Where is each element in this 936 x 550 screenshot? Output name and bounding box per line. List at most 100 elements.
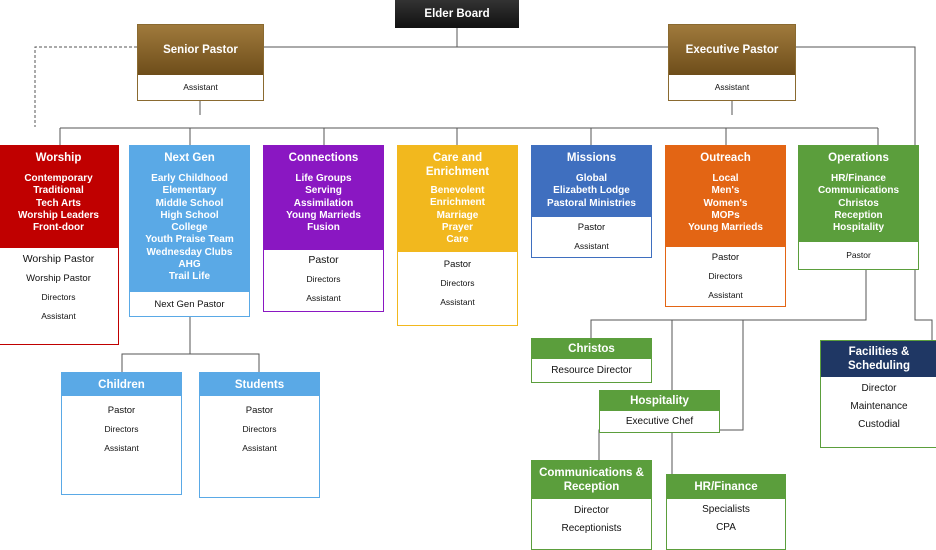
- next-gen-item-6: Youth Praise Team: [145, 234, 234, 246]
- worship-item-5: Front-door: [32, 222, 85, 234]
- missions-title: Missions: [566, 152, 617, 164]
- connections-row-3: Assistant: [306, 293, 341, 303]
- care-enrichment-title: Care and Enrichment: [425, 152, 490, 178]
- care-item-2: Enrichment: [429, 197, 485, 209]
- outreach-item-3: Women's: [703, 197, 748, 209]
- worship-item-2: Traditional: [33, 185, 84, 197]
- missions-box: Missions Global Elizabeth Lodge Pastoral…: [531, 145, 652, 258]
- hospitality-row-1: Executive Chef: [625, 415, 694, 427]
- missions-row-2: Assistant: [574, 241, 609, 251]
- executive-pastor-box: Executive Pastor Assistant: [668, 24, 796, 101]
- connections-box: Connections Life Groups Serving Assimila…: [263, 145, 384, 312]
- next-gen-item-1: Early Childhood: [151, 173, 228, 184]
- operations-item-3: Christos: [838, 197, 879, 209]
- elder-board-title: Elder Board: [424, 8, 490, 20]
- hr-finance-box: HR/Finance Specialists CPA: [666, 474, 786, 550]
- operations-row-1: Pastor: [846, 250, 871, 260]
- worship-item-3: Tech Arts: [35, 197, 81, 209]
- facilities-row-3: Custodial: [858, 419, 900, 430]
- connections-item-3: Assimilation: [293, 197, 354, 209]
- connections-item-2: Serving: [305, 185, 342, 197]
- care-row-3: Assistant: [440, 297, 475, 307]
- connections-title: Connections: [288, 152, 359, 164]
- facilities-row-2: Maintenance: [850, 401, 908, 412]
- outreach-title: Outreach: [700, 152, 751, 164]
- facilities-row-1: Director: [861, 383, 897, 394]
- missions-row-1: Pastor: [577, 222, 606, 233]
- worship-item-1: Contemporary: [24, 173, 93, 184]
- hospitality-title: Hospitality: [630, 395, 689, 407]
- communications-reception-title: Communications & Reception: [539, 467, 644, 493]
- operations-title: Operations: [828, 152, 889, 164]
- missions-item-1: Global: [575, 173, 608, 184]
- elder-board-box: Elder Board: [395, 0, 519, 28]
- worship-box: Worship Contemporary Traditional Tech Ar…: [0, 145, 119, 345]
- care-item-5: Care: [446, 234, 469, 246]
- facilities-scheduling-box: Facilities & Scheduling Director Mainten…: [820, 340, 936, 448]
- operations-item-5: Hospitality: [832, 222, 885, 234]
- executive-pastor-title: Executive Pastor: [685, 44, 779, 56]
- children-row-2: Directors: [104, 424, 139, 434]
- students-row-1: Pastor: [245, 405, 274, 416]
- outreach-item-4: MOPs: [711, 209, 740, 221]
- outreach-item-5: Young Marrieds: [688, 222, 763, 234]
- students-title: Students: [234, 378, 285, 391]
- students-row-3: Assistant: [242, 443, 277, 453]
- hr-finance-title: HR/Finance: [694, 481, 758, 493]
- hr-finance-row-2: CPA: [716, 522, 736, 533]
- connections-row-1: Pastor: [308, 254, 339, 266]
- next-gen-item-4: High School: [160, 209, 219, 221]
- outreach-item-2: Men's: [711, 185, 740, 197]
- worship-row-2: Worship Pastor: [26, 273, 91, 284]
- connections-item-5: Fusion: [307, 222, 340, 234]
- care-row-1: Pastor: [443, 259, 472, 270]
- connections-row-2: Directors: [306, 274, 341, 284]
- next-gen-row-1: Next Gen Pastor: [154, 298, 225, 310]
- care-enrichment-box: Care and Enrichment Benevolent Enrichmen…: [397, 145, 518, 326]
- care-item-3: Marriage: [436, 209, 479, 221]
- next-gen-item-9: Trail Life: [168, 271, 211, 283]
- next-gen-item-7: Wednesday Clubs: [146, 246, 233, 258]
- operations-box: Operations HR/Finance Communications Chr…: [798, 145, 919, 270]
- care-item-1: Benevolent: [430, 185, 485, 196]
- worship-row-3: Directors: [41, 292, 76, 302]
- communications-row-2: Receptionists: [561, 523, 622, 534]
- operations-item-4: Reception: [834, 209, 883, 221]
- children-title: Children: [98, 378, 145, 391]
- worship-row-4: Assistant: [41, 311, 76, 321]
- next-gen-item-8: AHG: [178, 259, 201, 271]
- worship-title: Worship: [35, 152, 82, 164]
- outreach-box: Outreach Local Men's Women's MOPs Young …: [665, 145, 786, 307]
- outreach-row-1: Pastor: [711, 252, 740, 263]
- next-gen-title: Next Gen: [164, 152, 215, 164]
- care-item-4: Prayer: [441, 221, 474, 233]
- senior-pastor-box: Senior Pastor Assistant: [137, 24, 264, 101]
- operations-item-2: Communications: [817, 185, 900, 197]
- senior-pastor-row-1: Assistant: [183, 82, 218, 92]
- missions-item-3: Pastoral Ministries: [547, 197, 636, 209]
- executive-pastor-row-1: Assistant: [714, 82, 750, 92]
- hospitality-box: Hospitality Executive Chef: [599, 390, 720, 433]
- hr-finance-row-1: Specialists: [702, 504, 750, 515]
- children-box: Children Pastor Directors Assistant: [61, 372, 182, 495]
- children-row-3: Assistant: [104, 443, 139, 453]
- christos-title: Christos: [568, 343, 615, 355]
- missions-item-2: Elizabeth Lodge: [553, 185, 630, 197]
- students-box: Students Pastor Directors Assistant: [199, 372, 320, 498]
- worship-row-1: Worship Pastor: [22, 253, 95, 265]
- communications-reception-box: Communications & Reception Director Rece…: [531, 460, 652, 550]
- next-gen-box: Next Gen Early Childhood Elementary Midd…: [129, 145, 250, 317]
- care-row-2: Directors: [440, 278, 475, 288]
- communications-row-1: Director: [573, 505, 609, 516]
- next-gen-item-2: Elementary: [162, 185, 217, 197]
- operations-item-1: HR/Finance: [830, 173, 886, 184]
- outreach-item-1: Local: [712, 173, 739, 184]
- students-row-2: Directors: [242, 424, 277, 434]
- christos-row-1: Resource Director: [551, 364, 632, 376]
- next-gen-item-5: College: [171, 222, 208, 234]
- next-gen-item-3: Middle School: [155, 197, 224, 209]
- senior-pastor-title: Senior Pastor: [163, 44, 238, 56]
- outreach-row-3: Assistant: [708, 290, 743, 300]
- facilities-scheduling-title: Facilities & Scheduling: [848, 346, 910, 372]
- children-row-1: Pastor: [107, 405, 136, 416]
